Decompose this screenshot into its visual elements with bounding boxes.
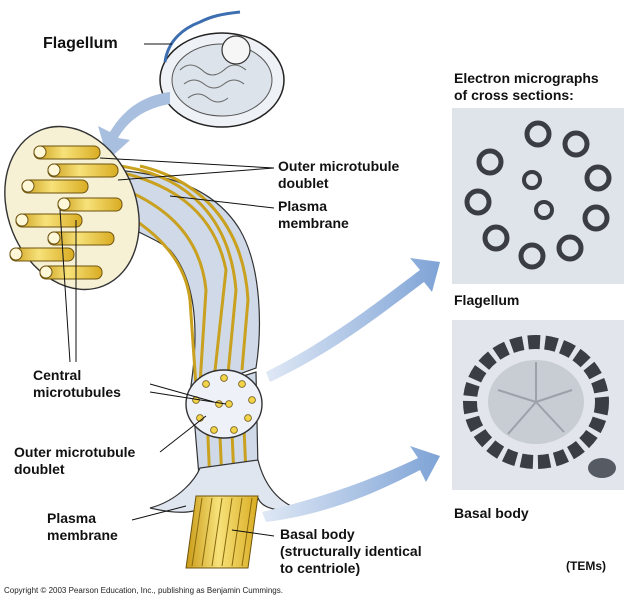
top-cross-section <box>4 125 140 291</box>
leader-outer-doublet-top-b <box>117 167 275 181</box>
basal-body-bundle <box>185 495 259 569</box>
label-flagellum-cell: Flagellum <box>43 35 118 52</box>
label-outer-doublet-top: Outer microtubule doublet <box>278 158 400 191</box>
micrograph-heading: Electron micrographs of cross sections: <box>454 70 599 103</box>
label-plasma-membrane-bottom: Plasma membrane <box>47 510 118 543</box>
label-plasma-membrane-top: Plasma membrane <box>278 198 349 231</box>
label-central-microtubules: Central microtubules <box>33 367 121 400</box>
flagellum-membrane <box>62 167 260 393</box>
leader-central-c <box>149 383 215 403</box>
label-basal-body: Basal body (structurally identical to ce… <box>280 526 422 576</box>
leader-central-a <box>59 209 71 363</box>
caption-basal-body-tem: Basal body <box>454 505 529 521</box>
leader-outer-doublet-bottom <box>159 415 207 453</box>
leader-plasma-bottom <box>131 505 187 521</box>
copyright-text: Copyright © 2003 Pearson Education, Inc.… <box>4 586 283 595</box>
tem-flagellum-cross-section <box>452 108 624 284</box>
leader-basal-body <box>231 529 275 537</box>
tems-note: (TEMs) <box>566 559 606 573</box>
label-outer-doublet-bottom: Outer microtubule doublet <box>14 444 136 477</box>
leader-central-d <box>149 391 227 405</box>
leader-plasma-top <box>169 195 275 209</box>
cell-icon <box>159 10 285 128</box>
arrow-to-basal-tem <box>262 446 440 522</box>
zoom-arrow-cell <box>98 92 170 160</box>
tem-basal-body-cross-section <box>452 320 624 490</box>
leader-outer-doublet-top-a <box>99 157 275 169</box>
caption-flagellum-tem: Flagellum <box>454 292 520 308</box>
arrow-to-flagellum-tem <box>266 258 440 382</box>
